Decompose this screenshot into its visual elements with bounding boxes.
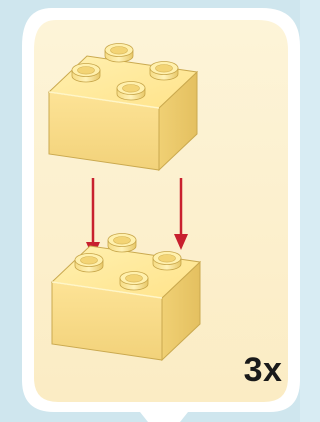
arrow-down-icon [174,178,188,250]
quantity-label: 3x [243,351,283,389]
background-panel [300,0,320,422]
